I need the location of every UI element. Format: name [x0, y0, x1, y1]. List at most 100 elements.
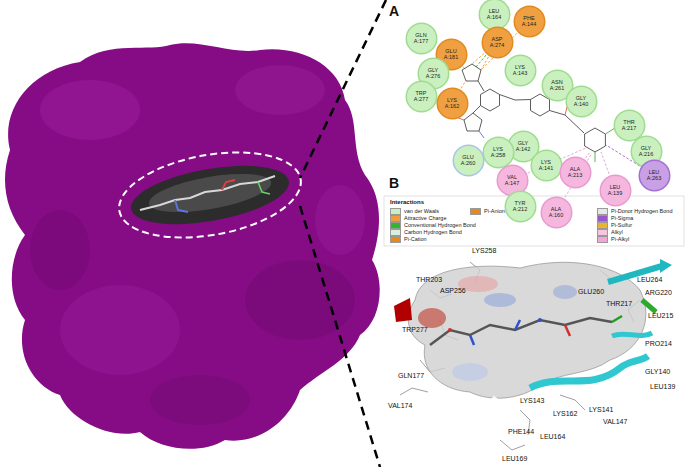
residue-name: GLY A:140: [570, 95, 592, 108]
residue-name: VAL A:147: [501, 174, 523, 187]
panel-letter: A: [389, 4, 399, 18]
residue-circle: LEU A:139: [601, 176, 630, 205]
residue-name: ALA A:160: [545, 206, 567, 219]
residue-label: VAL174: [388, 402, 412, 409]
residue-label: GLN177: [398, 372, 424, 379]
residue-label: PHE144: [508, 428, 534, 435]
legend-text: Pi-Sigma: [611, 216, 633, 222]
legend-text: van der Waals: [404, 209, 439, 215]
residue-name: GLU A:260: [457, 154, 479, 167]
legend-item: Pi-Cation: [390, 236, 427, 243]
residue-label: LEU215: [648, 312, 673, 319]
residue-name: TYR A:212: [509, 200, 531, 213]
residue-label: GLY140: [645, 368, 670, 375]
residue-label: THR203: [416, 276, 442, 283]
residue-label: PRO214: [645, 340, 672, 347]
residue-name: GLY A:142: [512, 140, 534, 153]
legend-text: Pi-Sulfur: [611, 223, 632, 229]
residue-label: VAL147: [603, 418, 627, 425]
legend-swatch: [597, 222, 608, 229]
residue-label: LYS162: [553, 410, 577, 417]
residue-label: LEU164: [540, 433, 565, 440]
residue-name: ASP A:274: [486, 36, 508, 49]
legend-swatch: [597, 236, 608, 243]
legend-swatch: [390, 236, 401, 243]
residue-name: PHE A:144: [518, 15, 540, 28]
residue-circle: PHE A:144: [515, 7, 544, 36]
residue-circle: GLU A:260: [454, 146, 483, 175]
residue-label: LYS258: [472, 247, 496, 254]
legend-swatch: [597, 208, 608, 215]
legend-swatch: [597, 229, 608, 236]
legend-text: Attractive Charge: [404, 216, 447, 222]
legend-item: Pi-Alkyl: [597, 236, 629, 243]
protein-surface: [5, 43, 380, 449]
residue-circle: ALA A:160: [542, 198, 571, 227]
legend-item: Pi-Sigma: [597, 215, 633, 222]
residue-label: THR217: [606, 300, 632, 307]
legend-swatch: [390, 215, 401, 222]
residue-name: THR A:217: [618, 119, 640, 132]
residue-circle: ALA A:213: [561, 158, 590, 187]
residue-circle: LYS A:162: [438, 89, 467, 118]
residue-circle: GLY A:140: [567, 87, 596, 116]
zoom-line: [300, 206, 380, 467]
legend-item: van der Waals: [390, 208, 439, 215]
legend-text: Carbon Hydrogen Bond: [404, 230, 462, 236]
residue-name: LEU A:263: [643, 169, 665, 182]
legend-item: Conventional Hydrogen Bond: [390, 222, 476, 229]
legend-item: Carbon Hydrogen Bond: [390, 229, 462, 236]
legend-text: Pi-Donor Hydrogen Bond: [611, 209, 672, 215]
legend-swatch: [597, 215, 608, 222]
zoom-line: [300, 0, 386, 178]
residue-circle: TRP A:277: [407, 82, 436, 111]
residue-label: LYS143: [520, 397, 544, 404]
residue-name: GLU A:181: [440, 48, 462, 61]
residue-name: ALA A:213: [564, 166, 586, 179]
residue-label: ARG220: [645, 289, 672, 296]
legend-text: Conventional Hydrogen Bond: [404, 223, 476, 229]
legend-title: Interactions: [390, 199, 424, 205]
residue-name: TRP A:277: [410, 90, 432, 103]
residue-name: LYS A:143: [509, 64, 531, 77]
residue-circle: VAL A:147: [498, 166, 527, 195]
residue-label: LEU264: [637, 276, 662, 283]
residue-circle: TYR A:212: [506, 192, 535, 221]
residue-name: GLY A:276: [422, 67, 444, 80]
residue-circle: GLY A:142: [509, 132, 538, 161]
residue-name: LEU A:139: [604, 184, 626, 197]
legend-swatch: [390, 208, 401, 215]
residue-name: GLN A:177: [410, 32, 432, 45]
residue-label: TRP277: [402, 326, 428, 333]
residue-label: ASP256: [440, 287, 466, 294]
residue-circle: ASP A:274: [483, 28, 512, 57]
legend-swatch: [470, 208, 481, 215]
residue-name: ASN A:261: [546, 79, 568, 92]
legend-item: Attractive Charge: [390, 215, 447, 222]
legend-swatch: [390, 222, 401, 229]
residue-name: GLY A:216: [635, 145, 657, 158]
residue-label: GLU260: [578, 288, 604, 295]
legend-item: Pi-Sulfur: [597, 222, 632, 229]
legend-text: Pi-Anion: [484, 209, 505, 215]
residue-label: LYS141: [589, 406, 613, 413]
interaction-lines: [451, 21, 654, 212]
legend-item: Pi-Donor Hydrogen Bond: [597, 208, 672, 215]
pocket-3d: [394, 259, 672, 450]
legend-item: Alkyl: [597, 229, 623, 236]
residue-circle: LEU A:164: [480, 0, 509, 29]
residue-circle: THR A:217: [615, 111, 644, 140]
panel-letter: B: [389, 176, 399, 190]
residue-name: LYS A:162: [441, 97, 463, 110]
residue-circle: GLN A:177: [407, 24, 436, 53]
residue-circle: LEU A:263: [640, 161, 669, 190]
residue-circle: LYS A:143: [506, 56, 535, 85]
legend-item: Pi-Anion: [470, 208, 505, 215]
legend-text: Pi-Alkyl: [611, 237, 629, 243]
residue-circle: LYS A:141: [532, 151, 561, 180]
legend-text: Alkyl: [611, 230, 623, 236]
residue-circle: LYS A:258: [484, 138, 513, 167]
residue-label: LEU169: [502, 455, 527, 462]
legend-swatch: [390, 229, 401, 236]
